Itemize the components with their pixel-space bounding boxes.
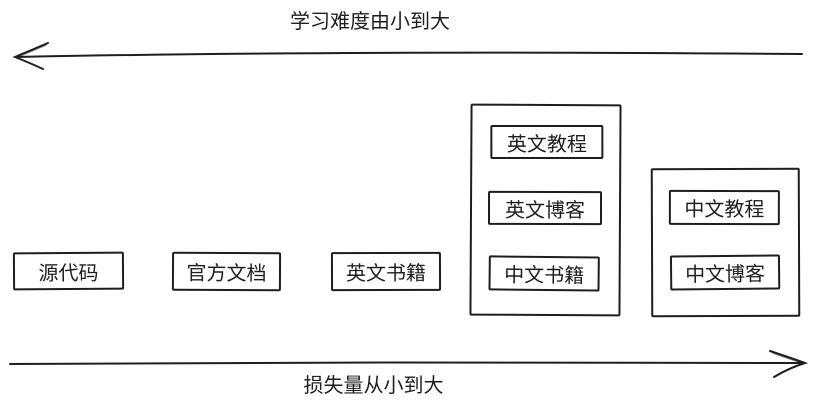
box-source-code-label: 源代码 (38, 262, 99, 285)
box-english-blogs: 英文博客 (487, 190, 603, 226)
box-english-books-label: 英文书籍 (345, 262, 427, 286)
box-chinese-tutorials: 中文教程 (668, 189, 780, 226)
group-tutorials-blogs-books: 英文教程 英文博客 中文书籍 (469, 103, 622, 317)
box-english-blogs-label: 英文博客 (504, 199, 586, 222)
box-english-tutorials-label: 英文教程 (506, 133, 587, 156)
box-chinese-books-label: 中文书籍 (504, 264, 585, 288)
box-chinese-blogs-label: 中文博客 (685, 263, 766, 287)
box-source-code: 源代码 (12, 251, 125, 291)
box-official-docs-label: 官方文档 (186, 262, 267, 286)
difficulty-axis-arrow-left (12, 42, 803, 70)
box-chinese-tutorials-label: 中文教程 (684, 198, 765, 222)
loss-axis-label: 损失量从小到大 (303, 375, 444, 397)
box-chinese-blogs: 中文博客 (669, 254, 781, 291)
box-english-books: 英文书籍 (330, 251, 442, 292)
box-chinese-books: 中文书籍 (488, 255, 600, 292)
difficulty-axis-label: 学习难度由小到大 (290, 11, 450, 33)
box-official-docs: 官方文档 (171, 251, 282, 292)
box-english-tutorials: 英文教程 (490, 124, 604, 160)
group-chinese-tutorials-blogs: 中文教程 中文博客 (650, 167, 801, 318)
loss-axis-arrow-right (9, 350, 809, 378)
